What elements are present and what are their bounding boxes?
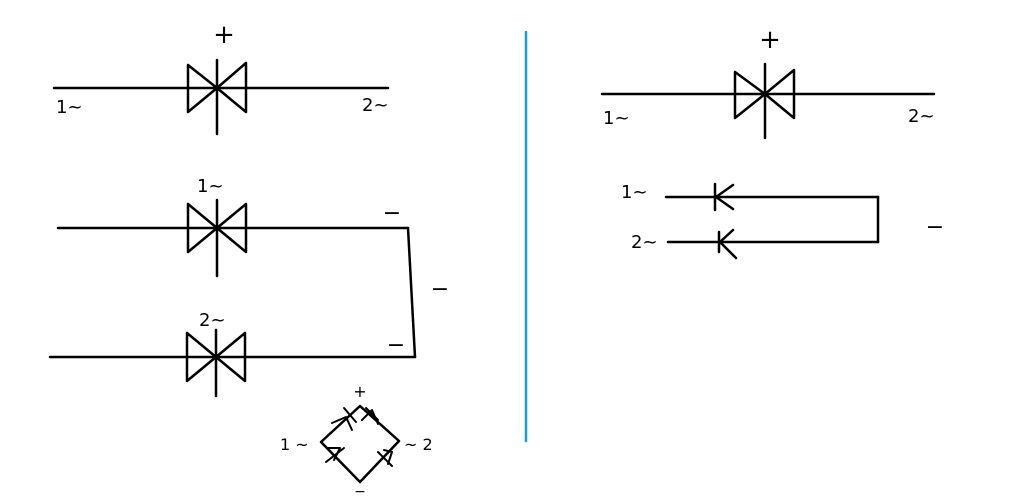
diode-bridge: + − 1 ~ ~ 2 xyxy=(280,382,433,499)
bridge-label-left: 1 ~ xyxy=(280,435,309,454)
left-middle-label-lower: 2~ xyxy=(199,310,226,331)
left-middle-label-upper: 1~ xyxy=(197,176,224,197)
bidirectional-switch-symbol xyxy=(185,328,247,398)
right-top-plus: + xyxy=(759,25,781,55)
diode-symbol xyxy=(717,228,738,260)
left-middle-sign-side: − xyxy=(431,277,449,302)
bridge-label-right: ~ 2 xyxy=(404,435,433,454)
diode-symbol xyxy=(713,182,735,212)
bidirectional-switch-symbol xyxy=(733,62,796,140)
right-lower-label-lower: 2~ xyxy=(631,232,658,253)
right-top-label-left: 1~ xyxy=(603,108,630,129)
left-middle-sign-lower: − xyxy=(387,333,405,358)
right-lower-circuit: 1~ − 2~ xyxy=(621,182,944,260)
left-middle-right-wire xyxy=(406,226,417,359)
right-top-label-right: 2~ xyxy=(908,106,935,127)
right-lower-sign-side: − xyxy=(926,215,944,240)
left-middle-circuit: 1~ − − 2~ − xyxy=(48,176,449,398)
bridge-diode-marks xyxy=(325,407,393,467)
right-lower-label-upper: 1~ xyxy=(621,182,648,203)
bridge-plus: + xyxy=(353,382,366,401)
left-top-plus: + xyxy=(213,20,235,50)
bidirectional-switch-symbol xyxy=(186,58,248,136)
bridge-minus: − xyxy=(354,484,366,499)
right-top-circuit: + 1~ 2~ xyxy=(600,25,936,140)
bidirectional-switch-symbol xyxy=(186,198,248,278)
left-middle-sign-upper: − xyxy=(383,201,401,226)
left-top-label-right: 2~ xyxy=(362,95,389,116)
left-top-label-left: 1~ xyxy=(56,97,83,118)
left-top-circuit: + 1~ 2~ xyxy=(52,20,390,136)
bridge-diamond xyxy=(319,404,401,484)
